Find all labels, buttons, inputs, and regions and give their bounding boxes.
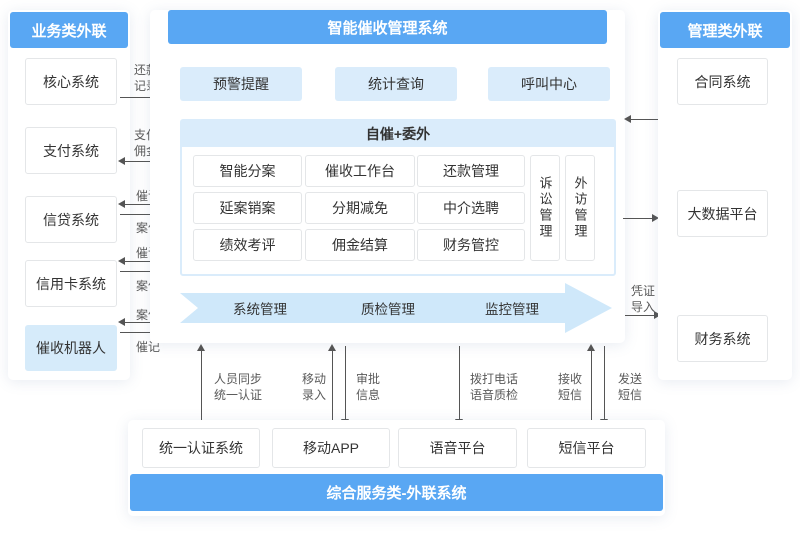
module-commission-settlement: 佣金结算 xyxy=(305,229,415,261)
node-bigdata-platform: 大数据平台 xyxy=(677,190,768,237)
flow-label-personnel-sync-auth: 人员同步统一认证 xyxy=(213,372,262,402)
module-finance-control: 财务管控 xyxy=(417,229,525,261)
flow-label-call-voice-qc: 拨打电话语音质检 xyxy=(469,372,518,402)
node-finance-system: 财务系统 xyxy=(677,315,768,362)
arrow-left-icon xyxy=(118,157,176,165)
services-panel: 统一认证系统 移动APP 语音平台 短信平台 综合服务类-外联系统 xyxy=(128,420,665,516)
flow-label-receive-sms: 接收短信 xyxy=(557,372,582,402)
arrow-down-icon xyxy=(600,346,608,426)
flow-label-mobile-entry: 移动录入 xyxy=(301,372,326,402)
module-repayment-mgmt: 还款管理 xyxy=(417,155,525,187)
business-panel: 业务类外联 核心系统 支付系统 信贷系统 信用卡系统 催收机器人 xyxy=(8,10,130,380)
module-installment-reduction: 分期减免 xyxy=(305,192,415,224)
arrow-right-icon xyxy=(625,311,661,319)
arrow-left-icon xyxy=(118,318,176,326)
module-smart-case-assign: 智能分案 xyxy=(193,155,302,187)
arrow-left-icon xyxy=(118,200,176,208)
module-statistics-query: 统计查询 xyxy=(335,67,457,101)
arrow-left-icon xyxy=(624,115,660,123)
services-panel-title: 综合服务类-外联系统 xyxy=(130,474,663,511)
band-system-mgmt: 系统管理 xyxy=(233,302,287,317)
flow-label-voucher-import: 凭证导入 xyxy=(630,284,655,314)
business-panel-title: 业务类外联 xyxy=(10,12,128,48)
module-litigation-mgmt: 诉讼管理 xyxy=(530,155,560,261)
band-monitor-mgmt: 监控管理 xyxy=(485,302,539,317)
module-case-postpone-close: 延案销案 xyxy=(193,192,302,224)
node-mobile-app: 移动APP xyxy=(272,428,390,468)
management-panel: 管理类外联 合同系统 大数据平台 财务系统 xyxy=(658,10,792,380)
node-voice-platform: 语音平台 xyxy=(398,428,517,468)
arrow-up-icon xyxy=(328,344,336,424)
arrow-down-icon xyxy=(341,346,349,426)
node-payment-system: 支付系统 xyxy=(25,127,117,174)
flow-label-collection-note: 催记 xyxy=(135,340,160,354)
management-band-arrow: 系统管理 质检管理 监控管理 xyxy=(180,283,612,333)
module-call-center: 呼叫中心 xyxy=(488,67,610,101)
node-core-system: 核心系统 xyxy=(25,58,117,105)
arrow-down-icon xyxy=(455,346,463,426)
flow-label-send-sms: 发送短信 xyxy=(617,372,642,402)
arrow-left-icon xyxy=(118,257,176,265)
self-outsource-group-title: 自催+委外 xyxy=(182,121,614,147)
arrow-up-icon xyxy=(587,344,595,424)
management-panel-title: 管理类外联 xyxy=(660,12,790,48)
node-sms-platform: 短信平台 xyxy=(527,428,646,468)
self-outsource-group: 自催+委外 智能分案 催收工作台 还款管理 延案销案 分期减免 中介选聘 绩效考… xyxy=(180,119,616,276)
node-collection-robot: 催收机器人 xyxy=(25,325,117,371)
module-field-visit-mgmt: 外访管理 xyxy=(565,155,595,261)
arrow-right-icon xyxy=(623,214,659,222)
core-system-title: 智能催收管理系统 xyxy=(168,10,607,44)
module-agency-selection: 中介选聘 xyxy=(417,192,525,224)
node-unified-auth-system: 统一认证系统 xyxy=(142,428,260,468)
band-qc-mgmt: 质检管理 xyxy=(361,302,415,317)
node-contract-system: 合同系统 xyxy=(677,58,768,105)
arrow-up-icon xyxy=(197,344,205,424)
module-performance-eval: 绩效考评 xyxy=(193,229,302,261)
flow-label-approval-info: 审批信息 xyxy=(355,372,380,402)
core-system-panel: 智能催收管理系统 预警提醒 统计查询 呼叫中心 自催+委外 智能分案 催收工作台… xyxy=(150,10,625,343)
module-early-warning: 预警提醒 xyxy=(180,67,302,101)
node-credit-card-system: 信用卡系统 xyxy=(25,260,117,307)
module-collection-workbench: 催收工作台 xyxy=(305,155,415,187)
node-credit-system: 信贷系统 xyxy=(25,196,117,243)
